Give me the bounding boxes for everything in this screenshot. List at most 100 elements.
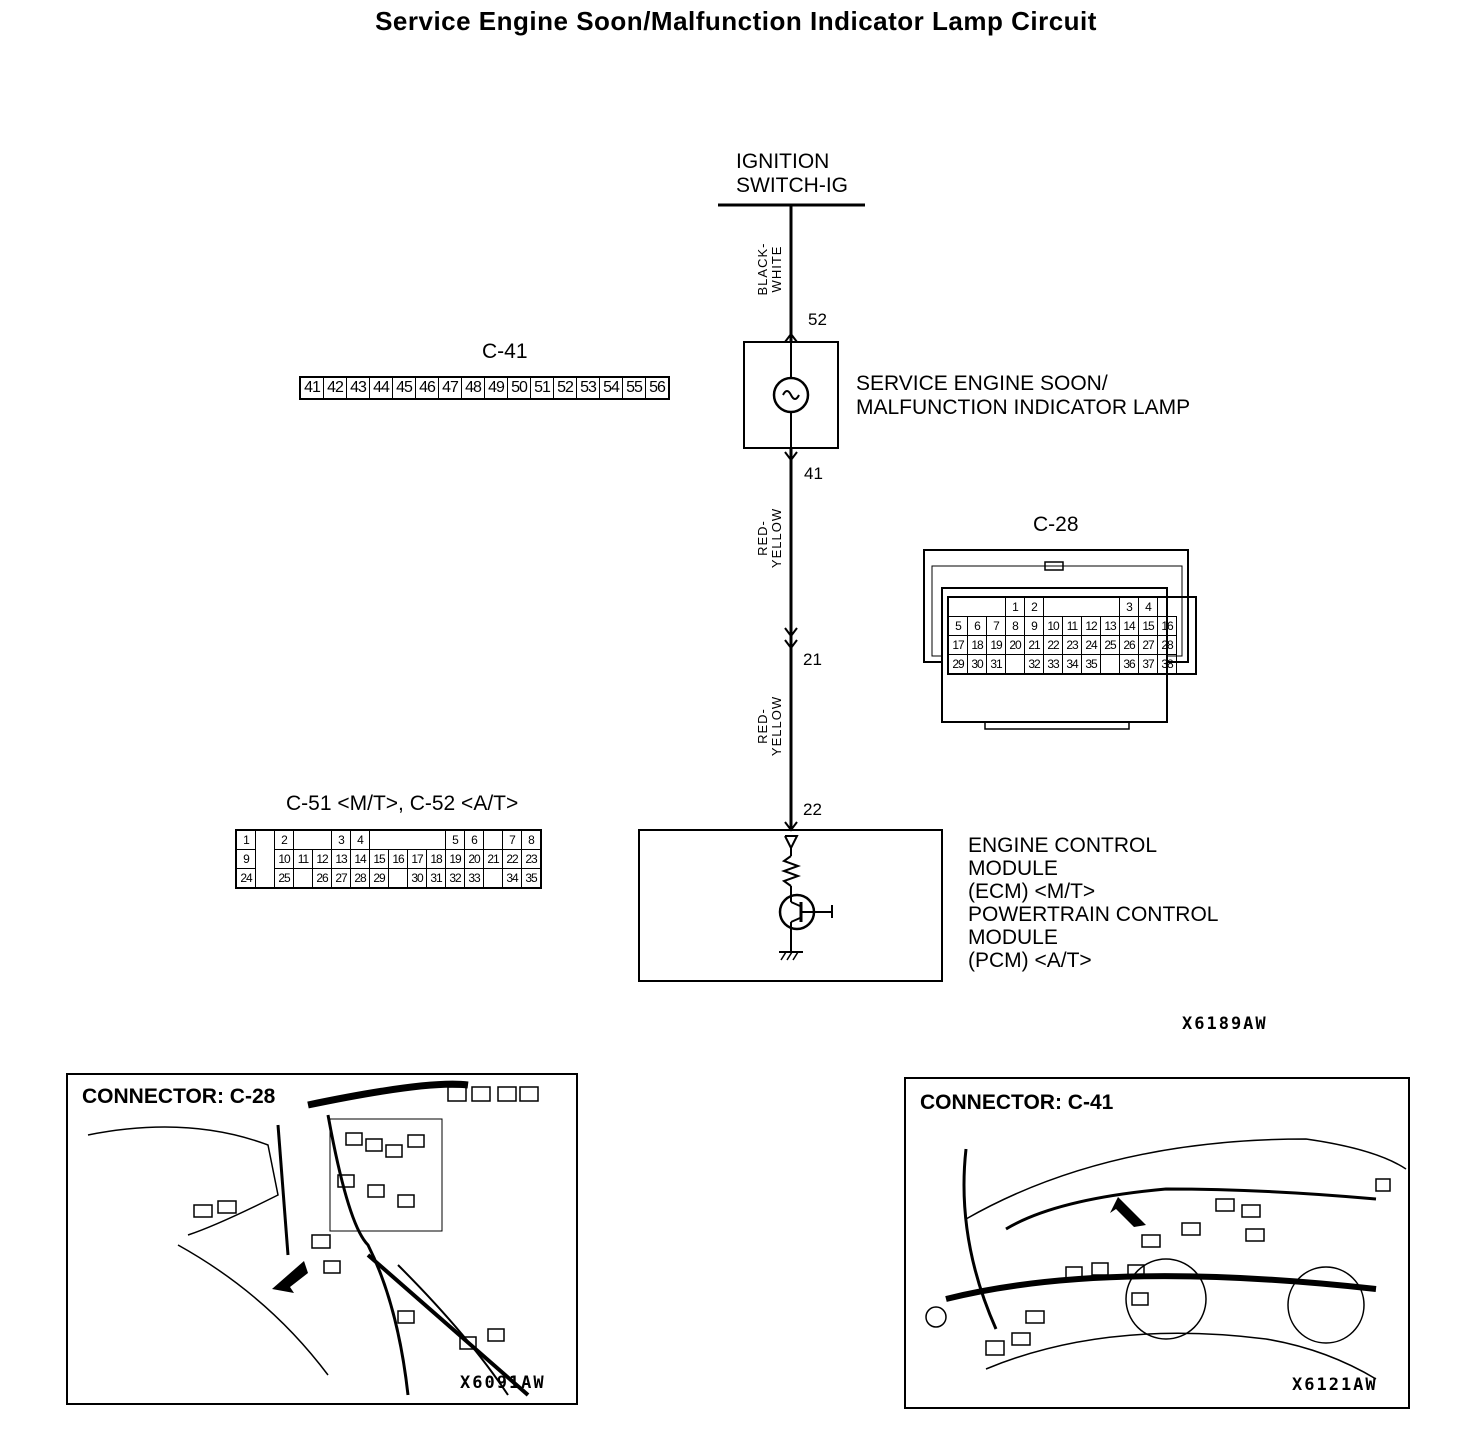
- c51-pin: 12: [312, 849, 332, 869]
- c51-pin: [484, 830, 503, 850]
- c51-pin: 11: [293, 849, 313, 869]
- pin-41-label: 41: [804, 464, 823, 483]
- c51-pin: 28: [350, 868, 370, 889]
- c51-pin: 13: [331, 849, 351, 869]
- c41-pin: 42: [324, 378, 347, 398]
- c51-pin: 24: [235, 868, 256, 889]
- c28-pin: 24: [1081, 635, 1101, 655]
- c28-pin: [1158, 597, 1177, 617]
- c51-pin: [256, 869, 275, 889]
- c28-pin: 35: [1081, 654, 1101, 675]
- c28-location-arrow-icon: [272, 1261, 308, 1293]
- c51-pin: [389, 869, 408, 889]
- c28-pin: [1063, 597, 1082, 617]
- wire-upper-line1: BLACK-: [755, 242, 770, 296]
- c28-pin: [1177, 597, 1197, 617]
- c51-pin: 30: [407, 868, 427, 889]
- c51-pin: 22: [502, 849, 522, 869]
- c28-label: C-28: [1033, 513, 1079, 536]
- c51-pin: 21: [483, 849, 503, 869]
- c51-pin: [389, 830, 408, 850]
- c28-pin: [948, 597, 968, 617]
- c28-pin: [1177, 655, 1197, 675]
- c28-pin: 25: [1100, 635, 1120, 655]
- c41-pin: 55: [623, 378, 646, 398]
- c28-pin: 17: [947, 635, 968, 655]
- c28-pin: 4: [1138, 596, 1158, 617]
- c51-pin: 23: [521, 849, 542, 869]
- c41-pin: 47: [439, 378, 462, 398]
- resistor-icon: [781, 855, 801, 887]
- ecm-line6: (PCM) <A/T>: [968, 949, 1092, 972]
- c51-pin: 8: [521, 829, 542, 850]
- c28-pin: 13: [1100, 616, 1120, 636]
- lamp-bulb-icon: [772, 376, 810, 414]
- c28-pin: 2: [1024, 596, 1044, 617]
- ecm-label: ENGINE CONTROL MODULE (ECM) <M/T> POWERT…: [968, 834, 1218, 972]
- c28-pin: 33: [1043, 654, 1063, 675]
- c28-pin: 38: [1157, 654, 1177, 675]
- c41-label: C-41: [482, 340, 528, 363]
- c41-pin: 49: [485, 378, 508, 398]
- c28-pin: [1101, 655, 1120, 675]
- c28-pin: 22: [1043, 635, 1063, 655]
- c51-pin: 26: [312, 868, 332, 889]
- lamp-line2: MALFUNCTION INDICATOR LAMP: [856, 396, 1191, 419]
- c51-pin: [294, 869, 313, 889]
- c51-pin: 15: [369, 849, 389, 869]
- ecm-line2: MODULE: [968, 857, 1058, 880]
- c28-pin: 27: [1138, 635, 1158, 655]
- panel-c28-title: CONNECTOR: C-28: [82, 1085, 276, 1108]
- c28-pin: [1177, 617, 1197, 636]
- lamp-filament-icon: [782, 390, 800, 400]
- c51-pin: 19: [445, 849, 465, 869]
- c28-pin: 31: [986, 654, 1006, 675]
- c28-pin: 1: [1005, 596, 1025, 617]
- panel-c41-title: CONNECTOR: C-41: [920, 1091, 1114, 1114]
- wire-upper-line2: WHITE: [769, 245, 784, 293]
- c28-pin: 21: [1024, 635, 1044, 655]
- c28-latch: [1044, 561, 1064, 571]
- c28-pin: 11: [1062, 616, 1082, 636]
- c28-pin: 12: [1081, 616, 1101, 636]
- c28-pin: 7: [986, 616, 1006, 636]
- c51-pin: 10: [274, 849, 294, 869]
- c51-pin: 2: [274, 829, 294, 850]
- c51-pin: [294, 830, 313, 850]
- c51-pin: 34: [502, 868, 522, 889]
- ecm-line3: (ECM) <M/T>: [968, 880, 1096, 903]
- c28-pin: 6: [967, 616, 987, 636]
- c51-pin: [484, 869, 503, 889]
- c41-pin: 43: [347, 378, 370, 398]
- c28-harness-illustration: [87, 1080, 539, 1397]
- ignition-line1: IGNITION: [736, 150, 830, 173]
- c28-pin: [1006, 655, 1025, 675]
- c28-pin: 28: [1157, 635, 1177, 655]
- c51-pin: 33: [464, 868, 484, 889]
- c28-pin: 5: [947, 616, 968, 636]
- c41-pin: 53: [577, 378, 600, 398]
- wire-color-red-yellow-lower: RED- YELLOW: [755, 684, 784, 768]
- c41-harness-illustration: [925, 1138, 1407, 1380]
- c41-pin: 56: [649, 379, 666, 396]
- wire-lower-line1: RED-: [755, 708, 770, 744]
- page-title: Service Engine Soon/Malfunction Indicato…: [375, 6, 1097, 36]
- c28-pin: [968, 597, 987, 617]
- c51-pin: [313, 830, 332, 850]
- ecm-line5: MODULE: [968, 926, 1058, 949]
- c28-pin: 30: [967, 654, 987, 675]
- c28-pin: [1101, 597, 1120, 617]
- c51-pin: 32: [445, 868, 465, 889]
- connector-arrow-21b: [784, 639, 798, 650]
- c28-pin: 29: [947, 654, 968, 675]
- ignition-switch-label: IGNITION SWITCH-IG: [736, 150, 848, 198]
- c28-pin: 9: [1024, 616, 1044, 636]
- c28-pin: 37: [1138, 654, 1158, 675]
